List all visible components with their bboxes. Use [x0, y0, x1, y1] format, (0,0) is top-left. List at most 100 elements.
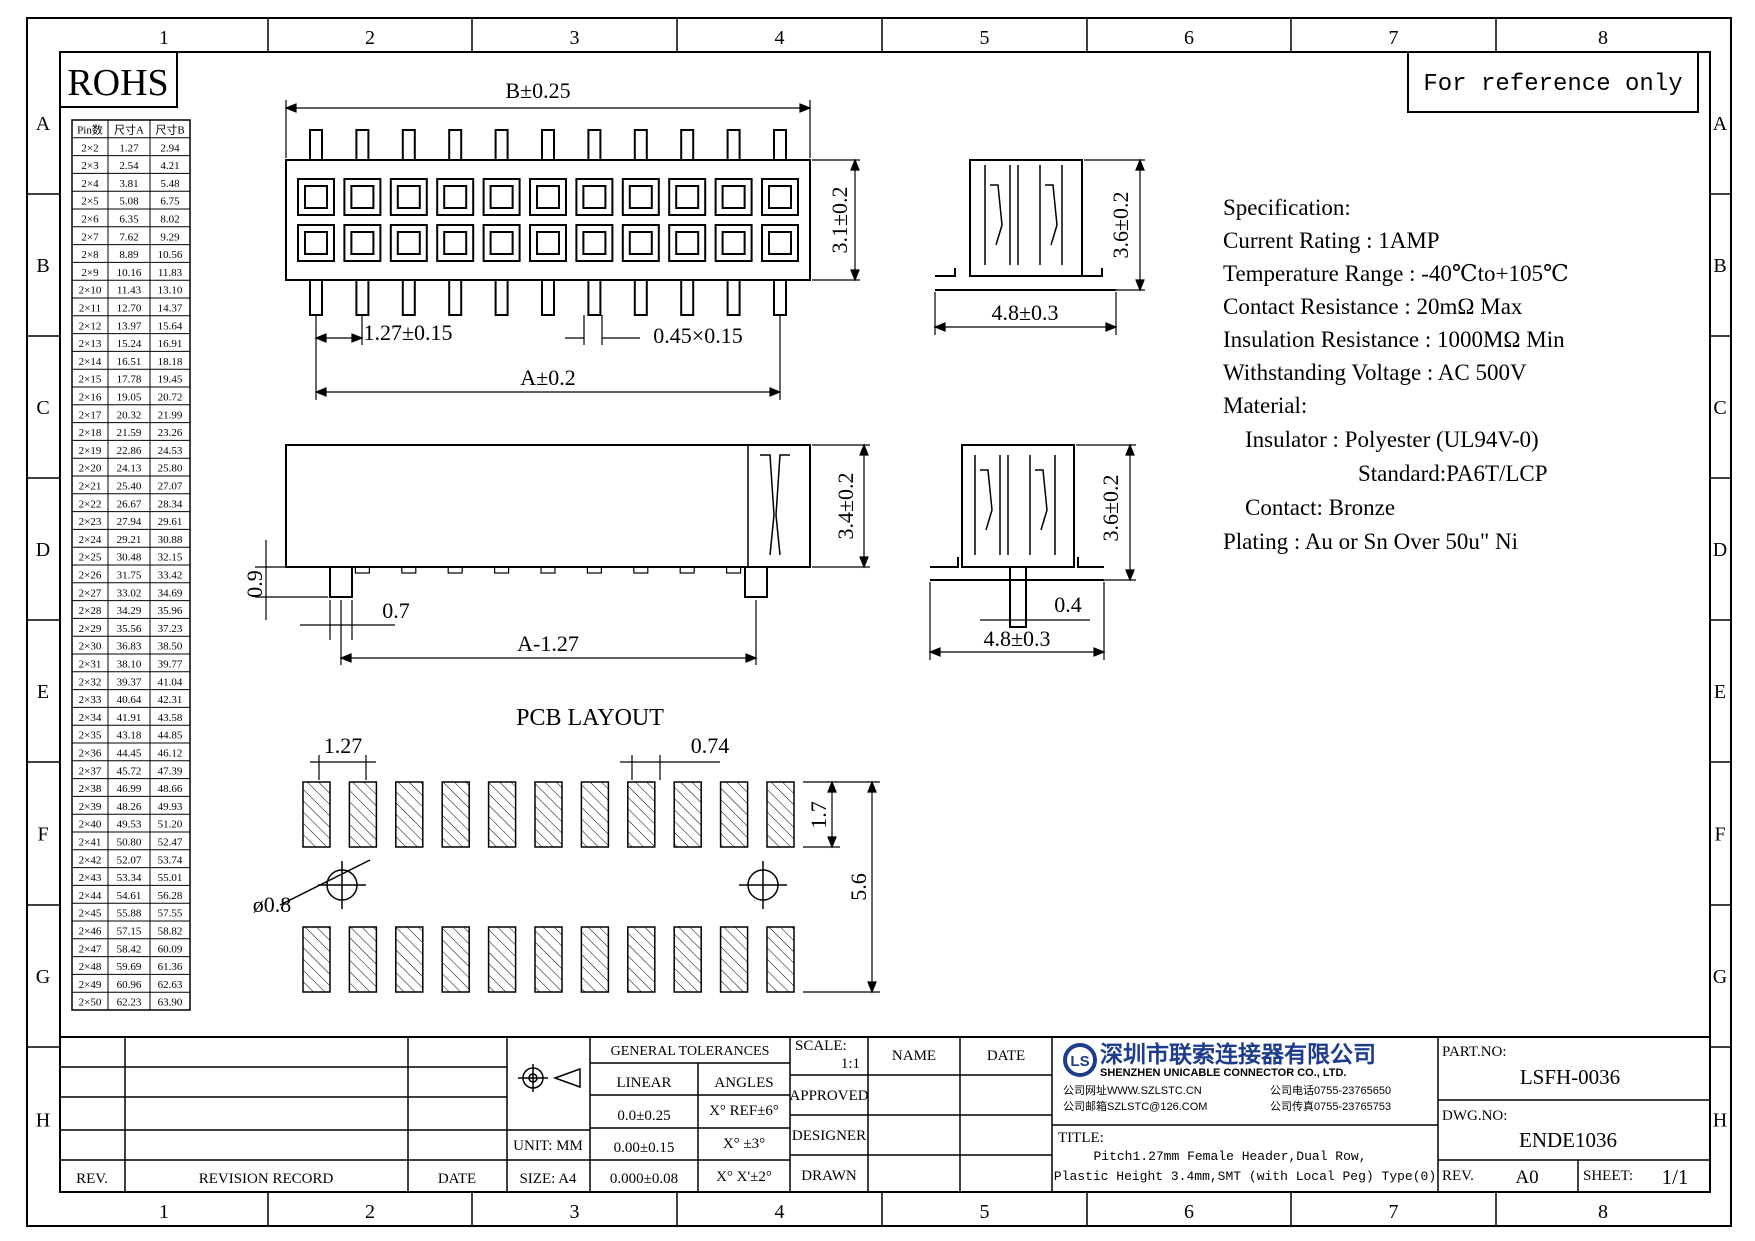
size-table-cell: 2.54 [119, 160, 139, 172]
zone-col-top: 8 [1598, 27, 1608, 49]
size-table-cell: 13.97 [117, 320, 142, 332]
size-table-cell: 2×5 [81, 196, 99, 208]
rohs-label: ROHS [67, 62, 168, 104]
cavity [621, 224, 660, 262]
size-table-cell: 2×3 [81, 160, 99, 172]
cavity [343, 178, 382, 216]
cavity-inner [628, 185, 653, 209]
linear-tol-3: 0.000±0.08 [610, 1171, 678, 1187]
cavity-inner [582, 185, 607, 209]
zone-col-top: 4 [775, 27, 785, 49]
size-table-cell: 11.83 [158, 267, 183, 279]
dwg-no-value: ENDE1036 [1519, 1128, 1617, 1152]
pcb-pad [441, 781, 470, 848]
pcb-pad [534, 781, 563, 848]
zone-col-top: 2 [365, 27, 375, 49]
size-table-cell: 34.29 [117, 605, 142, 617]
zone-row-right: C [1713, 397, 1726, 419]
svg-text:LS: LS [1070, 1053, 1089, 1070]
cavity [575, 224, 614, 262]
pcb-layout-title: PCB LAYOUT [516, 705, 664, 731]
zone-row-right: F [1714, 824, 1725, 846]
zone-row-left: C [36, 397, 49, 419]
zone-row-left: D [36, 539, 50, 561]
size-table-cell: 2×7 [81, 231, 99, 243]
pcb-pad [395, 781, 424, 848]
zone-row-right: B [1713, 255, 1726, 277]
zone-col-top: 6 [1184, 27, 1194, 49]
title-label: TITLE: [1058, 1130, 1104, 1146]
drawn-label: DRAWN [801, 1168, 857, 1184]
size-table-cell: 2×41 [79, 837, 102, 849]
size-table-cell: 2×26 [79, 570, 102, 582]
pcb-hole-dim: ø0.8 [253, 892, 292, 917]
size-table-cell: 2×43 [79, 872, 102, 884]
size-table-cell: 2×19 [79, 445, 102, 457]
bottom-pin [448, 280, 463, 316]
company-name-en: SHENZHEN UNICABLE CONNECTOR CO., LTD. [1100, 1067, 1347, 1079]
rev-value-label: REV. [1442, 1168, 1474, 1184]
pcb-pad [441, 926, 470, 993]
size-table-cell: 2×39 [79, 801, 102, 813]
bottom-pin [773, 280, 787, 316]
size-table-cell: 43.18 [117, 730, 142, 742]
spec-line: Withstanding Voltage : AC 500V [1223, 360, 1527, 385]
cavity [668, 178, 707, 216]
size-table-cell: 16.91 [158, 338, 183, 350]
size-table-cell: 2×18 [79, 427, 102, 439]
cavity-inner [675, 231, 700, 255]
sheet-value: 1/1 [1662, 1165, 1689, 1189]
size-table-cell: 34.69 [158, 587, 183, 599]
spec-line: Standard:PA6T/LCP [1358, 461, 1548, 486]
size-table-cell: 2×32 [79, 676, 102, 688]
size-table-cell: 2×40 [79, 819, 102, 831]
angle-tol-3: X° X'±2° [716, 1169, 772, 1185]
size-table-header: 尺寸B [155, 123, 184, 137]
size-table-cell: 22.86 [117, 445, 142, 457]
size-table-cell: 31.75 [117, 570, 142, 582]
bottom-pin [633, 280, 648, 316]
spec-line: Specification: [1223, 195, 1351, 220]
size-table-cell: 48.66 [158, 783, 183, 795]
size-table-cell: 57.55 [158, 908, 183, 920]
cavity [529, 224, 567, 262]
size-table-cell: 6.35 [119, 214, 139, 226]
size-table-cell: 39.77 [158, 659, 183, 671]
unit-label: UNIT: MM [513, 1138, 583, 1154]
top-pin [355, 129, 370, 160]
cavity [668, 224, 707, 262]
company-name-cn: 深圳市联索连接器有限公司 [1100, 1041, 1376, 1067]
size-table-cell: 2×47 [79, 943, 102, 955]
size-table-cell: 38.50 [158, 641, 183, 653]
cavity-inner [582, 231, 607, 255]
zone-col-bottom: 4 [775, 1201, 785, 1223]
title-block [59, 1036, 1711, 1193]
bottom-pin [401, 280, 416, 316]
linear-tol-1: 0.0±0.25 [617, 1108, 670, 1124]
b-width-dim: B±0.25 [505, 78, 570, 103]
cavity [297, 224, 335, 262]
size-table-cell: 14.37 [158, 303, 183, 315]
size-table-cell: 2×24 [79, 534, 102, 546]
pcb-pad [302, 781, 331, 848]
size-table-cell: 2×15 [79, 374, 102, 386]
size-table-cell: 2×34 [79, 712, 102, 724]
pcb-dimensions [310, 755, 880, 994]
size-table-cell: 43.58 [158, 712, 183, 724]
cavity [482, 178, 521, 216]
pcb-pad [348, 926, 378, 993]
cavity [529, 178, 567, 216]
general-tolerances-label: GENERAL TOLERANCES [611, 1044, 770, 1059]
company-web: 公司网址WWW.SZLSTC.CN [1063, 1083, 1202, 1097]
cavity [343, 224, 382, 262]
cavity-inner [396, 231, 421, 255]
size-table-cell: 7.62 [119, 231, 138, 243]
spec-line: Contact: Bronze [1245, 495, 1395, 520]
bottom-pin [726, 280, 741, 316]
size-table-cell: 2×37 [79, 765, 102, 777]
size-table-cell: 57.15 [117, 926, 142, 938]
size-table-cell: 15.64 [158, 320, 183, 332]
pcb-pad-width-dim: 0.74 [691, 733, 730, 758]
company-logo: LS [1063, 1043, 1097, 1077]
